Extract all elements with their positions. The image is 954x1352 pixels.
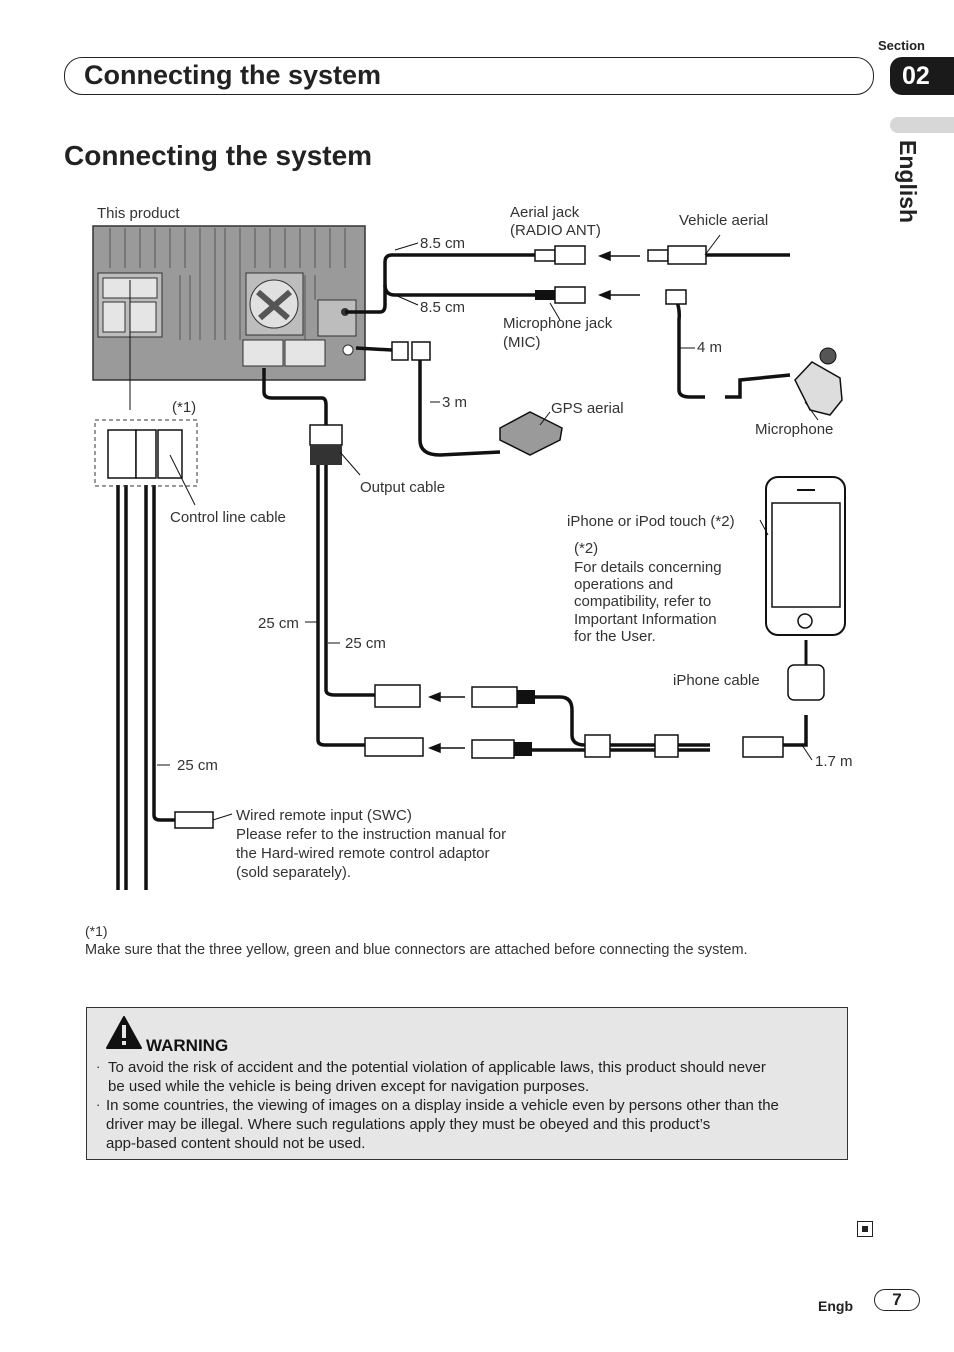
wired-remote-line-2: Please refer to the instruction manual f…	[236, 826, 507, 843]
warning-item-1-line-1: To avoid the risk of accident and the po…	[108, 1059, 766, 1076]
note2-line-2: For details concerning	[574, 559, 722, 576]
length-3m: 3 m	[442, 394, 468, 411]
arrows	[427, 250, 640, 754]
warning-bullet-2: ·	[96, 1097, 101, 1112]
vehicle-aerial-label: Vehicle aerial	[679, 212, 769, 229]
warning-title: WARNING	[146, 1036, 229, 1055]
note-text: Make sure that the three yellow, green a…	[85, 942, 748, 958]
this-product-label: This product	[97, 205, 180, 222]
header-title: Connecting the system	[84, 60, 382, 90]
note2-line-6: for the User.	[574, 628, 656, 645]
note1-marker: (*1)	[172, 399, 197, 416]
page-title: Connecting the system	[64, 140, 373, 171]
note2-line-1: (*2)	[574, 540, 599, 557]
note2-line-4: compatibility, refer to	[574, 593, 712, 610]
warning-item-2-line-2: driver may be illegal. Where such regula…	[106, 1116, 711, 1133]
length-25cm-b: 25 cm	[345, 635, 386, 652]
wired-remote-line-1: Wired remote input (SWC)	[236, 807, 412, 824]
length-85cm-b: 8.5 cm	[420, 299, 466, 316]
microphone-label: Microphone	[755, 421, 834, 438]
header-bar	[64, 57, 874, 95]
head-unit-back	[92, 225, 366, 381]
footer-language-code: Engb	[818, 1298, 853, 1314]
warning-item-2-line-3: app-based content should not be used.	[106, 1135, 366, 1152]
end-mark-square	[862, 1226, 868, 1232]
aerial-jack-label-1: Aerial jack	[510, 204, 580, 221]
warning-item-2-line-1: In some countries, the viewing of images…	[106, 1097, 779, 1114]
warning-item-1-line-2: be used while the vehicle is being drive…	[108, 1078, 590, 1095]
mic-jack-label-1: Microphone jack	[503, 315, 613, 332]
control-line-cable-label: Control line cable	[170, 509, 286, 526]
aerial-jack-label-2: (RADIO ANT)	[510, 222, 601, 239]
gps-aerial-label: GPS aerial	[551, 400, 624, 417]
leader-lines	[129, 234, 819, 821]
page-number: 7	[874, 1289, 920, 1311]
warning-box	[86, 1007, 848, 1160]
warning-bullet-1: ·	[96, 1059, 101, 1074]
wired-remote-line-4: (sold separately).	[236, 864, 352, 881]
cables	[116, 253, 808, 890]
length-25cm-a: 25 cm	[258, 615, 299, 632]
iphone-device	[765, 476, 846, 665]
section-number: 02	[890, 57, 954, 95]
connectors	[94, 245, 843, 829]
output-cable-label: Output cable	[360, 479, 446, 496]
language-label: English	[895, 140, 921, 224]
mic-jack-label-2: (MIC)	[503, 334, 541, 351]
length-25cm-c: 25 cm	[177, 757, 218, 774]
length-17m: 1.7 m	[815, 753, 853, 770]
language-tab	[890, 117, 954, 133]
iphone-label: iPhone or iPod touch (*2)	[567, 513, 735, 530]
iphone-cable-label: iPhone cable	[673, 672, 760, 689]
section-label: Section	[878, 38, 925, 53]
note2-line-3: operations and	[574, 576, 674, 593]
wired-remote-line-3: the Hard-wired remote control adaptor	[236, 845, 490, 862]
end-of-section-mark	[857, 1221, 873, 1237]
note2-line-5: Important Information	[574, 611, 717, 628]
length-85cm-a: 8.5 cm	[420, 235, 466, 252]
note-label: (*1)	[85, 923, 108, 939]
length-4m: 4 m	[697, 339, 723, 356]
